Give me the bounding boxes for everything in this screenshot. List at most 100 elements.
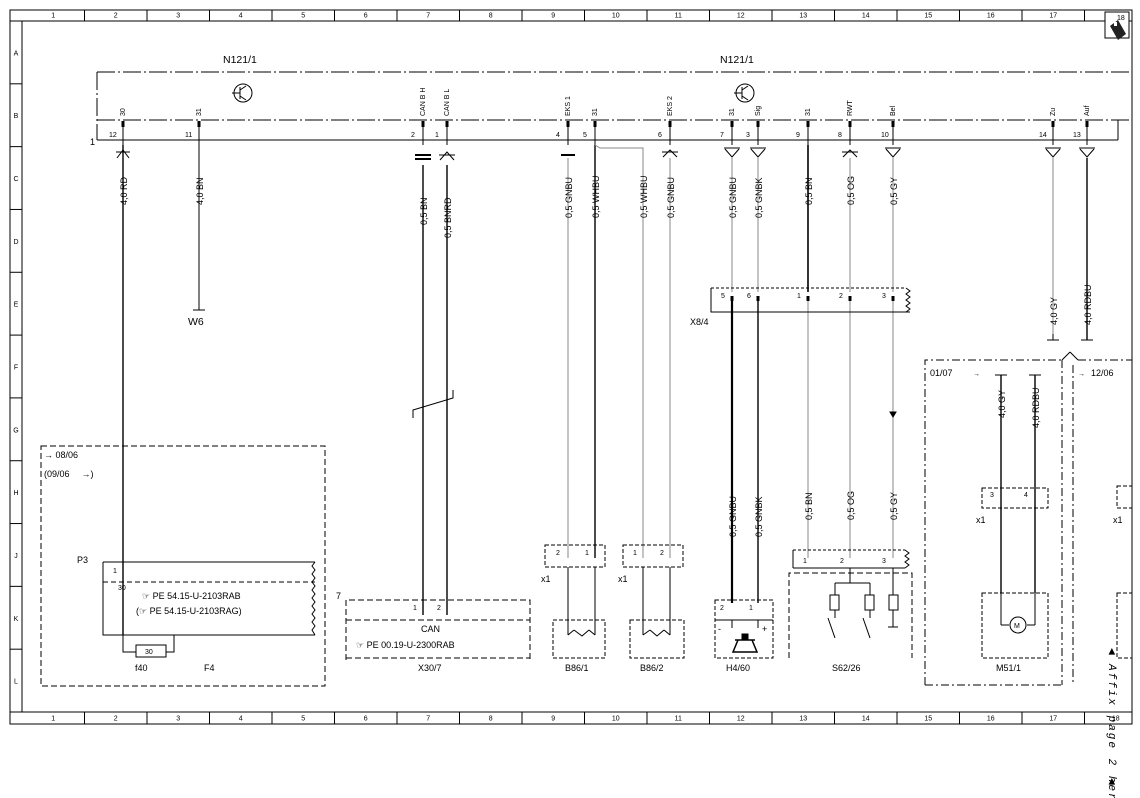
- p3-pin-30: 30: [118, 585, 126, 592]
- column-label: 16: [987, 716, 995, 723]
- column-label: 7: [426, 13, 430, 20]
- wire-label: 0,5 GNBU: [666, 177, 676, 218]
- pin-number: 2: [411, 132, 415, 139]
- b86-2-pin-1: 1: [633, 550, 637, 557]
- wire-label: 0,5 GNBU: [728, 496, 738, 537]
- pin-name: Sig: [755, 106, 762, 116]
- column-label: 9: [551, 13, 555, 20]
- b86-2-label: B86/2: [640, 663, 664, 673]
- column-label: 5: [301, 13, 305, 20]
- pin-contact: [730, 121, 734, 127]
- pin-name: 31: [592, 108, 599, 116]
- p3-pin-1: 1: [113, 568, 117, 575]
- pin-number: 12: [109, 132, 117, 139]
- column-label: 11: [675, 13, 682, 20]
- pin-name: EKS 1: [565, 96, 572, 116]
- f4-fuse-box: [40, 445, 326, 687]
- wire-label: 4,0 GY: [1049, 297, 1059, 325]
- row-label: D: [13, 239, 18, 246]
- pin-number: 11: [185, 132, 192, 139]
- wire-label: 4,0 RDBU: [1083, 284, 1093, 325]
- date-1206: 12/06: [1091, 368, 1114, 378]
- b86-1-sensor: [544, 544, 606, 659]
- wire-label: 0,5 BNRD: [443, 197, 453, 238]
- s62-pin-1: 1: [803, 558, 807, 565]
- column-label: 12: [737, 13, 745, 20]
- signal-direction-symbols: [116, 147, 1095, 418]
- pin-contact: [891, 296, 895, 301]
- pin-contact: [121, 121, 125, 127]
- m51-region: [924, 351, 1133, 686]
- b86-2-sensor: [622, 544, 685, 659]
- column-label: 11: [675, 716, 682, 723]
- pin-contact: [1051, 121, 1055, 127]
- fuse-30-label: 30: [145, 649, 153, 656]
- pin-contact: [445, 121, 449, 127]
- b86-2-x1: x1: [618, 574, 628, 584]
- f40-label: f40: [135, 663, 148, 673]
- column-label: 17: [1049, 716, 1057, 723]
- x30-pin-1: 1: [413, 605, 417, 612]
- pin-contact: [197, 121, 201, 127]
- pin-name: Auf: [1084, 105, 1091, 116]
- affix-note-text: Affix page 2 here: [1105, 663, 1117, 798]
- wire-label: 0,5 OG: [846, 176, 856, 205]
- column-label: 4: [239, 716, 243, 723]
- column-label: 15: [924, 716, 932, 723]
- b86-1-x1: x1: [541, 574, 551, 584]
- pin-contact: [730, 296, 734, 301]
- motor-symbol: M: [1014, 623, 1020, 630]
- pin-number: 14: [1039, 132, 1047, 139]
- column-label: 8: [489, 13, 493, 20]
- pin-name: CAN B L: [444, 89, 451, 116]
- column-label: 13: [799, 716, 807, 723]
- column-label: 10: [612, 716, 620, 723]
- column-label: 15: [924, 13, 932, 20]
- wire-label: 4,0 RDBU: [1031, 387, 1041, 428]
- pin-contact: [891, 121, 895, 127]
- page-marker-number: 18: [1117, 15, 1125, 22]
- x8-4-connector: [710, 287, 911, 313]
- row-label: K: [14, 616, 19, 623]
- wire-label: 0,5 GNBK: [754, 496, 764, 537]
- h4-pin-2: 2: [720, 605, 724, 612]
- n121-label-left: N121/1: [223, 54, 257, 66]
- column-label: 14: [862, 13, 870, 20]
- column-label: 9: [551, 716, 555, 723]
- connector-number: 1: [90, 137, 95, 147]
- pin-contact: [806, 296, 810, 301]
- p3-label: P3: [77, 555, 88, 565]
- column-label: 14: [862, 716, 870, 723]
- column-label: 12: [737, 716, 745, 723]
- right-x1: x1: [1113, 515, 1123, 525]
- arrow-right-icon: →: [973, 371, 980, 378]
- date-0107: 01/07: [930, 368, 953, 378]
- column-label: 3: [176, 716, 180, 723]
- column-label: 6: [364, 716, 368, 723]
- wire-label: 0,5 BN: [804, 492, 814, 520]
- row-label: A: [14, 50, 19, 57]
- pin-contact: [593, 121, 597, 127]
- m51-1-label: M51/1: [996, 663, 1021, 673]
- wire-label: 4,0 RD: [119, 176, 129, 205]
- column-label: 8: [489, 716, 493, 723]
- row-label: H: [13, 490, 18, 497]
- pin-name: 31: [805, 108, 812, 116]
- wire-label: 0,5 GNBU: [564, 177, 574, 218]
- b86-2-pin-2: 2: [660, 550, 664, 557]
- wire-label: 0,5 BN: [804, 177, 814, 205]
- n121-label-right: N121/1: [720, 54, 754, 66]
- x30-7-connector: [345, 599, 531, 660]
- pin-contact: [806, 121, 810, 127]
- h4-60-label: H4/60: [726, 663, 750, 673]
- x30-7-label: X30/7: [418, 663, 442, 673]
- row-label: G: [13, 427, 18, 434]
- s62-26-label: S62/26: [832, 663, 861, 673]
- pin-name: 30: [120, 108, 127, 116]
- wire-label: 4,0 BN: [195, 177, 205, 205]
- pin-contact: [668, 121, 672, 127]
- column-label: 17: [1049, 13, 1057, 20]
- pin-contact: [848, 296, 852, 301]
- row-label: B: [14, 113, 19, 120]
